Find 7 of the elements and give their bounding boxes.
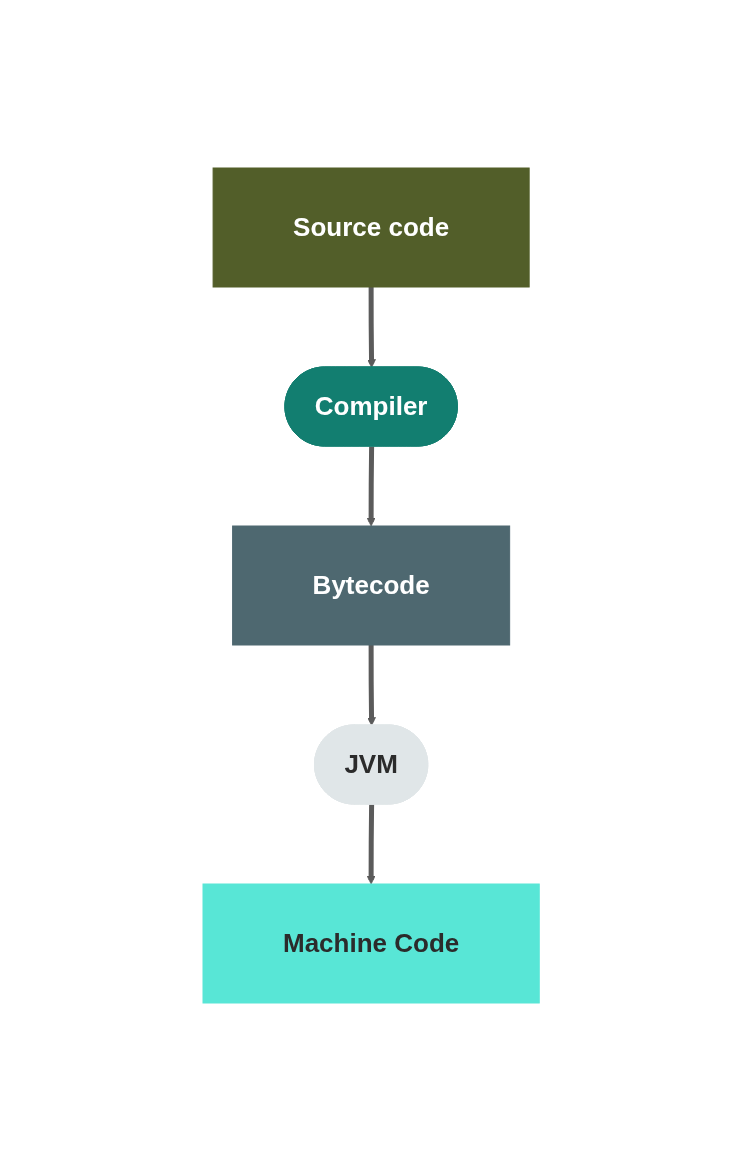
- node-box: Machine Code: [202, 883, 541, 1003]
- node-box: Source code: [212, 167, 531, 287]
- arrow: [367, 286, 377, 368]
- node-box: Bytecode: [232, 525, 511, 645]
- arrow: [367, 644, 377, 726]
- arrow: [367, 445, 376, 526]
- arrow: [367, 803, 376, 884]
